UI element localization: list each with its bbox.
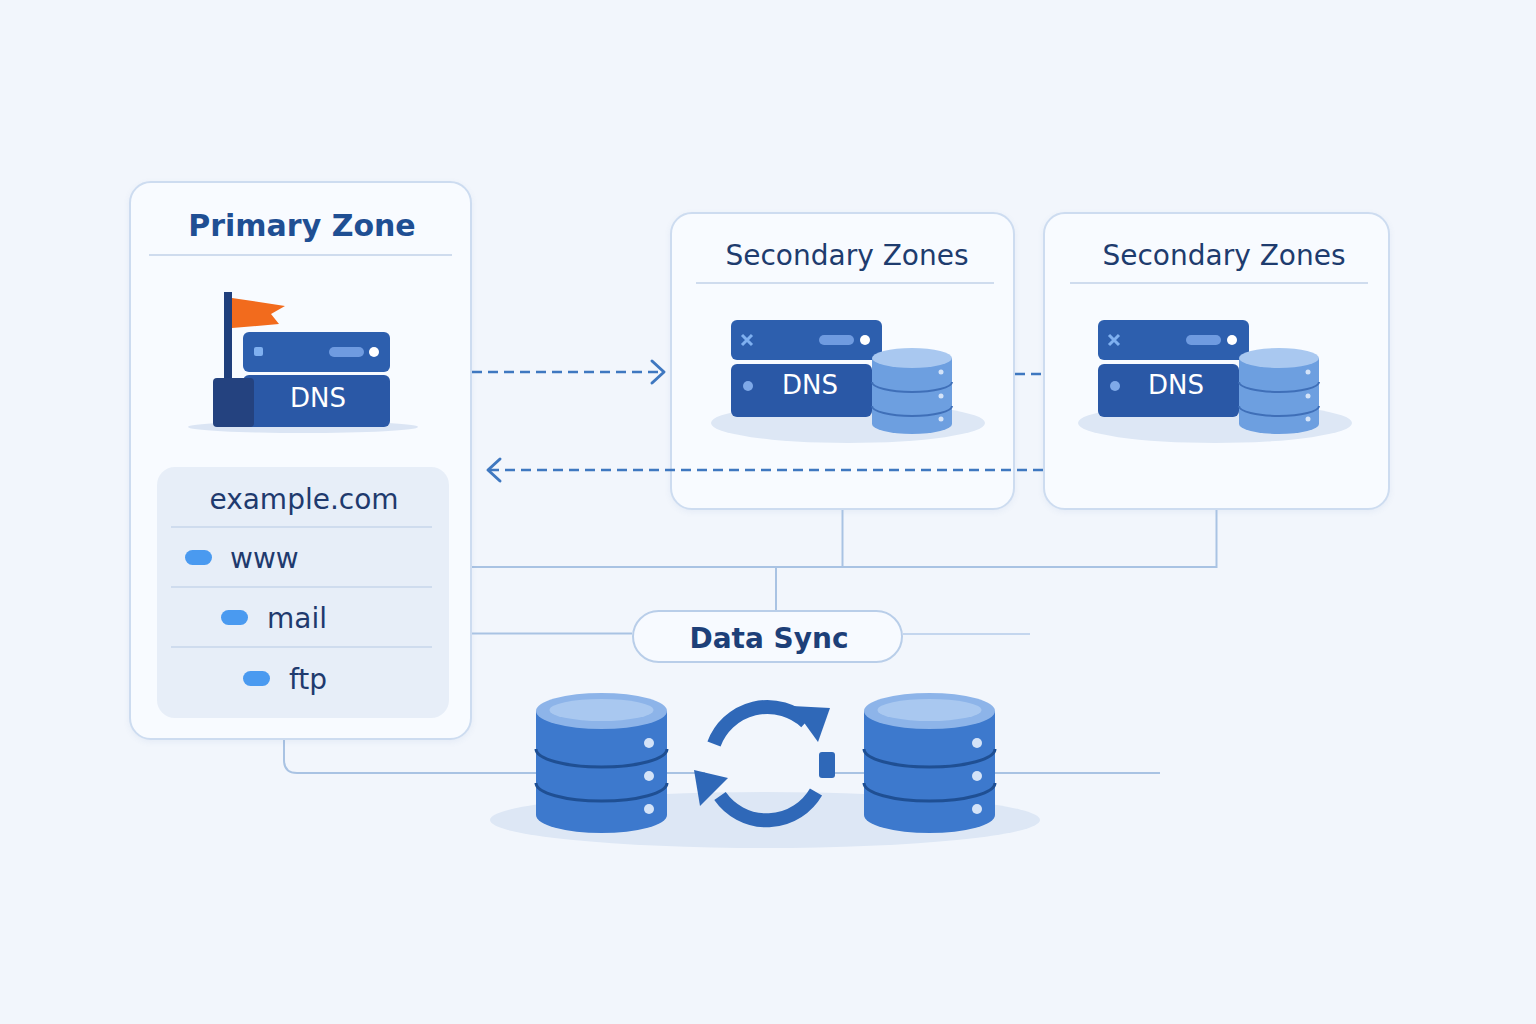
- connector-line: [472, 371, 664, 374]
- connector-line: [1015, 373, 1043, 376]
- record-name: www: [230, 542, 380, 576]
- zone-title: Primary Zone: [137, 208, 467, 244]
- edge-layer: [472, 361, 1217, 634]
- server-icon: [1078, 320, 1350, 445]
- server-icon: [213, 292, 391, 430]
- replication-arrow: [1015, 374, 1043, 375]
- sync-connector: [472, 633, 632, 634]
- sync-label: Data Sync: [644, 622, 894, 656]
- sync-pill: Data Sync: [632, 610, 903, 663]
- storage-line: [284, 740, 1160, 773]
- sync-connector: [776, 510, 843, 610]
- connector-line: [488, 469, 1043, 472]
- database-cylinder: [864, 693, 995, 833]
- connector-line: [776, 510, 1217, 610]
- record-name: ftp: [289, 663, 429, 697]
- database-cylinder: [536, 693, 667, 833]
- shadow: [490, 792, 1040, 848]
- zone-box: Secondary ZonesDNS: [670, 212, 1015, 510]
- replication-arrow: [472, 361, 664, 383]
- dns-server: DNS: [213, 292, 391, 430]
- arrow-head: [488, 459, 500, 481]
- connector-line: [776, 510, 843, 610]
- zone-title: Secondary Zones: [1059, 239, 1389, 273]
- record-name: mail: [267, 602, 417, 636]
- record-panel: example.com www mail ftp: [157, 467, 449, 718]
- sync-connector: [776, 510, 1217, 610]
- zone-title: Secondary Zones: [682, 239, 1012, 273]
- dns-server: DNS: [711, 320, 983, 445]
- trail-line: [903, 633, 1030, 635]
- zone-box: Primary ZoneDNS example.com www mail ftp: [129, 181, 472, 740]
- sync-arrows: [694, 706, 835, 820]
- bus-line: [472, 566, 776, 568]
- domain-name: example.com: [169, 483, 439, 517]
- arrow-head: [652, 361, 664, 383]
- server-label: DNS: [760, 370, 860, 401]
- dns-server: DNS: [1078, 320, 1350, 445]
- server-label: DNS: [263, 383, 373, 414]
- zone-box: Secondary ZonesDNS: [1043, 212, 1390, 510]
- server-label: DNS: [1126, 370, 1226, 401]
- divider-lines: [149, 255, 1368, 647]
- replication-arrow: [488, 459, 1043, 481]
- record-markers: [185, 550, 270, 686]
- server-icon: [711, 320, 983, 445]
- connector-line: [472, 633, 632, 635]
